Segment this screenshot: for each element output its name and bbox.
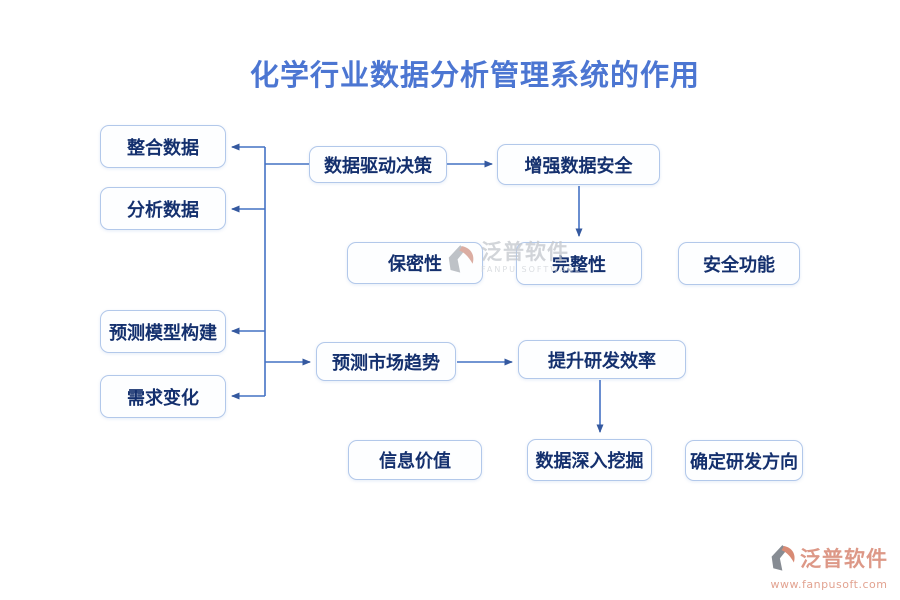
node-security-function: 安全功能 (678, 242, 800, 285)
node-improve-rd-efficiency: 提升研发效率 (518, 340, 686, 379)
node-enhance-data-security: 增强数据安全 (497, 144, 660, 185)
node-integrate-data: 整合数据 (100, 125, 226, 168)
node-confidentiality: 保密性 (347, 242, 483, 284)
node-predict-market-trend: 预测市场趋势 (316, 342, 456, 381)
node-predict-model: 预测模型构建 (100, 310, 226, 353)
node-information-value: 信息价值 (348, 440, 482, 480)
footer-brand-text: 泛普软件 (800, 546, 888, 571)
diagram-title: 化学行业数据分析管理系统的作用 (249, 58, 701, 92)
footer-url-text: www.fanpusoft.com (770, 578, 888, 591)
node-analyze-data: 分析数据 (100, 187, 226, 230)
fanpu-logo-icon (770, 542, 798, 576)
node-determine-rd-direction: 确定研发方向 (685, 440, 803, 481)
node-demand-change: 需求变化 (100, 375, 226, 418)
footer-logo: 泛普软件 www.fanpusoft.com (770, 542, 888, 590)
node-data-driven-decision: 数据驱动决策 (309, 146, 447, 183)
node-integrity: 完整性 (516, 242, 642, 285)
node-deep-data-mining: 数据深入挖掘 (527, 439, 652, 481)
